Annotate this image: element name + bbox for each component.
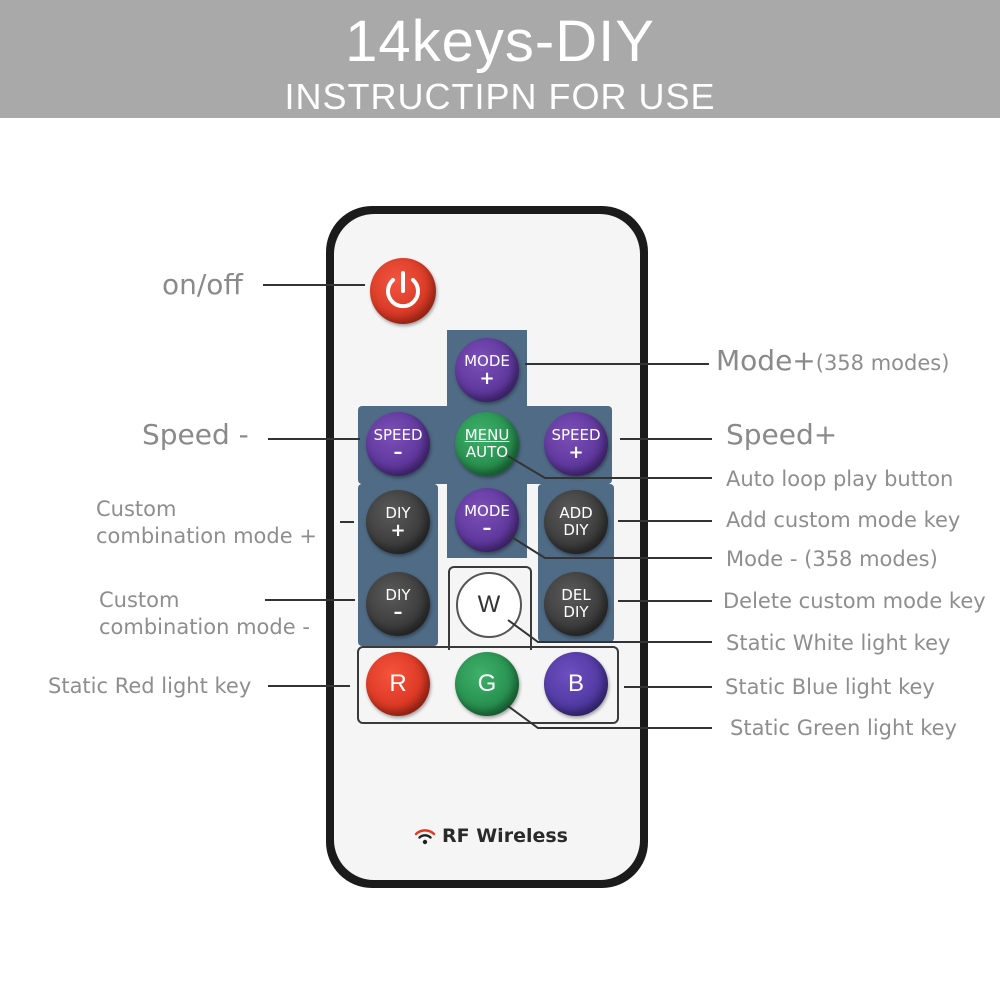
label-speed-minus: Speed - <box>142 418 249 451</box>
callout-line-speed-plus <box>620 438 712 440</box>
auto-label: AUTO <box>465 443 509 461</box>
del-diy-button[interactable]: DEL DIY <box>544 572 608 636</box>
diy-minus-button[interactable]: DIY – <box>366 572 430 636</box>
label-static-blue: Static Blue light key <box>725 675 935 699</box>
label-static-red: Static Red light key <box>48 674 252 698</box>
mode-plus-sign: + <box>479 367 495 389</box>
label-custom-plus-line2: combination mode + <box>96 524 317 548</box>
label-static-white: Static White light key <box>726 631 951 655</box>
diy-plus-sign: + <box>390 519 406 541</box>
diy-plus-button[interactable]: DIY + <box>366 490 430 554</box>
rf-wireless-text: RF Wireless <box>442 825 568 847</box>
label-auto-loop: Auto loop play button <box>726 467 954 491</box>
add-diy-button[interactable]: ADD DIY <box>544 490 608 554</box>
menu-label: MENU <box>464 426 510 444</box>
mode-plus-button[interactable]: MODE + <box>455 338 519 402</box>
label-custom-minus-line2: combination mode - <box>99 615 310 639</box>
callout-line-custom-minus <box>265 599 355 601</box>
label-custom-plus-line1: Custom <box>96 497 177 521</box>
speed-plus-button[interactable]: SPEED + <box>544 412 608 476</box>
white-key-outline <box>448 566 532 650</box>
speed-minus-sign: – <box>393 441 403 463</box>
callout-line-onoff <box>263 284 365 286</box>
mode-minus-label: MODE <box>464 501 510 520</box>
power-icon <box>386 271 420 309</box>
white-key-letter: W <box>477 591 501 618</box>
speed-minus-label: SPEED <box>373 425 423 444</box>
mode-minus-sign: – <box>482 517 492 539</box>
callout-line-custom-plus <box>340 521 354 523</box>
red-light-button[interactable]: R <box>366 652 430 716</box>
label-delete-custom: Delete custom mode key <box>723 589 986 613</box>
green-key-letter: G <box>477 670 497 697</box>
label-mode-plus: Mode+ <box>716 344 816 377</box>
diy-plus-label: DIY <box>385 503 411 522</box>
callout-line-delete-custom <box>618 600 712 602</box>
menu-auto-button[interactable]: MENU AUTO <box>455 412 519 476</box>
blue-light-button[interactable]: B <box>544 652 608 716</box>
label-add-custom: Add custom mode key <box>726 508 961 532</box>
red-key-letter: R <box>389 670 407 697</box>
diy-minus-sign: – <box>393 601 403 623</box>
label-on-off: on/off <box>162 268 243 301</box>
mode-minus-button[interactable]: MODE – <box>455 488 519 552</box>
page-subtitle: INSTRUCTIPN FOR USE <box>284 76 716 117</box>
white-light-button[interactable]: W <box>456 572 522 638</box>
rf-wireless-branding: RF Wireless <box>414 825 568 847</box>
label-static-green: Static Green light key <box>730 716 957 740</box>
power-button[interactable] <box>370 258 436 324</box>
speed-plus-label: SPEED <box>551 425 601 444</box>
speed-minus-button[interactable]: SPEED – <box>366 412 430 476</box>
speed-plus-sign: + <box>568 441 584 463</box>
title-banner: 14keys-DIY INSTRUCTIPN FOR USE <box>0 0 1000 118</box>
label-mode-minus: Mode - (358 modes) <box>726 547 938 571</box>
add-label: ADD <box>559 504 593 522</box>
add-diy-label: DIY <box>563 521 589 539</box>
callout-line-add-custom <box>618 520 712 522</box>
blue-key-letter: B <box>567 670 584 697</box>
rgb-key-outline <box>357 646 619 724</box>
label-mode-plus-note: (358 modes) <box>815 351 950 375</box>
page-title: 14keys-DIY <box>345 9 655 74</box>
del-label: DEL <box>561 586 591 604</box>
label-custom-minus-line1: Custom <box>99 588 180 612</box>
callout-line-speed-minus <box>268 438 360 440</box>
label-speed-plus: Speed+ <box>726 418 838 451</box>
del-diy-label: DIY <box>563 603 589 621</box>
callout-line-mode-plus <box>525 363 709 365</box>
green-light-button[interactable]: G <box>455 652 519 716</box>
diy-minus-label: DIY <box>385 585 411 604</box>
label-mode-plus-group: Mode+(358 modes) <box>716 345 949 377</box>
callout-line-static-blue <box>624 686 712 688</box>
mode-plus-label: MODE <box>464 351 510 370</box>
callout-line-static-red <box>268 685 350 687</box>
wifi-icon <box>414 829 436 845</box>
